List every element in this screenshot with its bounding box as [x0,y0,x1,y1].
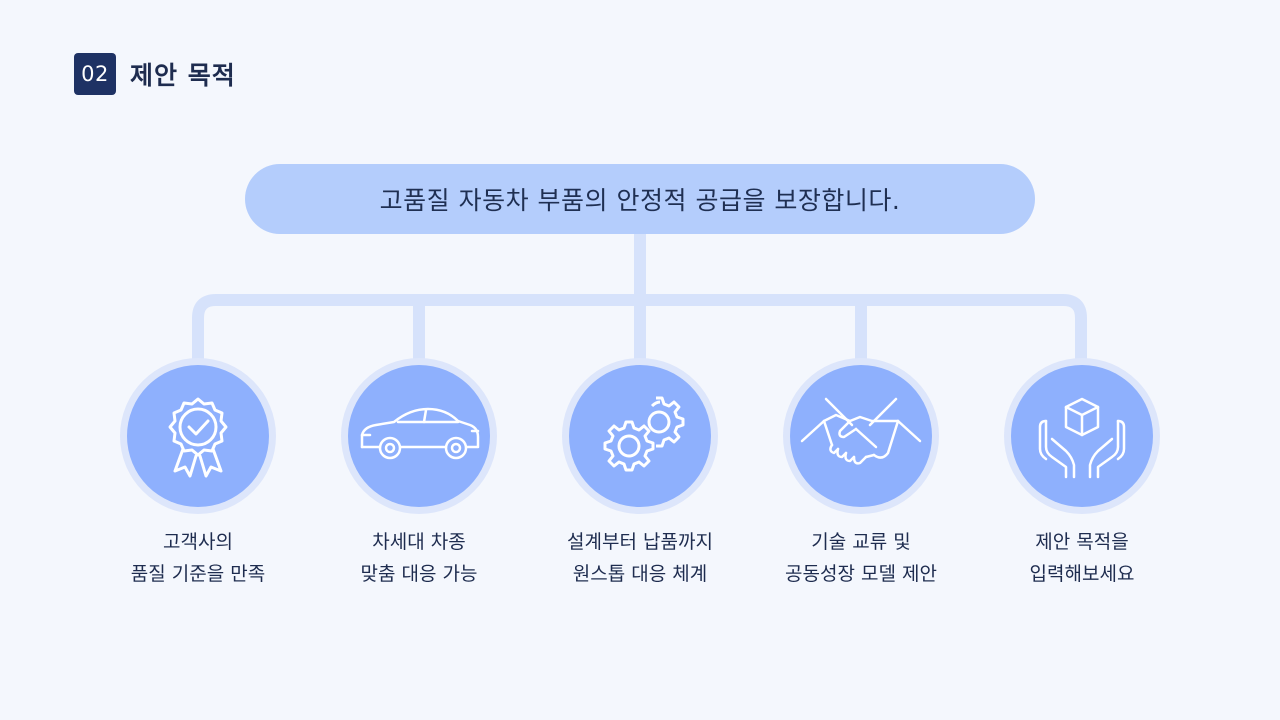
icon-circle [1011,365,1153,507]
icon-circle [127,365,269,507]
icon-circle [790,365,932,507]
icon-circle [569,365,711,507]
icon-ring [562,358,718,514]
award-badge-icon [168,397,228,478]
icon-ring [783,358,939,514]
handshake-icon [800,397,922,465]
item-label: 설계부터 납품까지 원스톱 대응 체계 [530,526,750,590]
item-label-line2: 공동성장 모델 제안 [785,563,937,585]
icon-ring [1004,358,1160,514]
icon-circle [348,365,490,507]
section-title: 제안 목적 [130,61,236,90]
item-label-line2: 품질 기준을 만족 [130,563,266,585]
item-label-line1: 기술 교류 및 [811,531,911,553]
item-label-line1: 제안 목적을 [1035,531,1129,553]
item-label: 고객사의 품질 기준을 만족 [88,526,308,590]
item-label-line1: 고객사의 [163,531,233,553]
item-label-line2: 맞춤 대응 가능 [360,563,478,585]
item-label-line2: 원스톱 대응 체계 [572,563,708,585]
item-label: 제안 목적을 입력해보세요 [972,526,1192,590]
item-label-line1: 차세대 차종 [372,531,466,553]
item-label: 차세대 차종 맞춤 대응 가능 [309,526,529,590]
icon-ring [120,358,276,514]
item-label-line2: 입력해보세요 [1029,563,1135,585]
item-label: 기술 교류 및 공동성장 모델 제안 [751,526,971,590]
section-header: 02 제안 목적 [74,53,236,95]
car-icon [360,407,480,460]
section-number-badge: 02 [74,53,116,95]
goal-banner: 고품질 자동차 부품의 안정적 공급을 보장합니다. [245,164,1035,234]
gears-icon [603,396,685,472]
hands-box-icon [1038,397,1126,479]
icon-ring [341,358,497,514]
item-label-line1: 설계부터 납품까지 [567,531,713,553]
